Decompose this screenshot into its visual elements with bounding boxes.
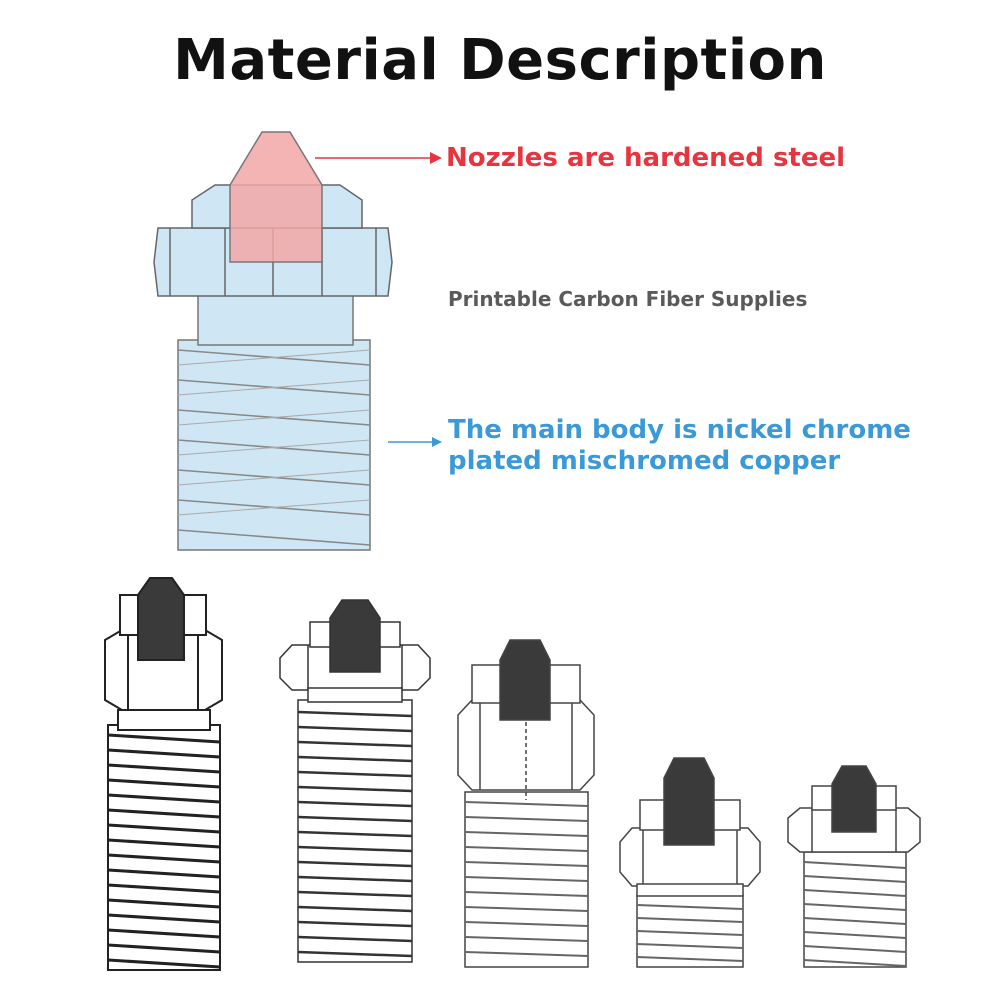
body-material-label: The main body is nickel chrome plated mi… <box>448 415 911 477</box>
nozzle-variant-2 <box>279 599 431 963</box>
nozzle-variant-1 <box>104 577 223 971</box>
body-neck <box>197 294 354 346</box>
hardened-tip <box>229 131 323 263</box>
page-title: Material Description <box>173 28 827 93</box>
threaded-body <box>177 339 371 551</box>
nozzle-variant-5 <box>787 765 921 968</box>
nozzle-arrow <box>315 152 442 164</box>
body-material-line-2: plated mischromed copper <box>448 446 841 476</box>
nozzle-variant-4 <box>619 757 761 968</box>
nozzle-material-label: Nozzles are hardened steel <box>446 143 846 173</box>
body-arrow <box>388 437 442 447</box>
supplies-label: Printable Carbon Fiber Supplies <box>448 287 808 311</box>
nozzle-variant-3 <box>457 639 595 968</box>
main-nozzle-diagram <box>153 131 393 551</box>
body-material-line-1: The main body is nickel chrome <box>448 415 911 445</box>
